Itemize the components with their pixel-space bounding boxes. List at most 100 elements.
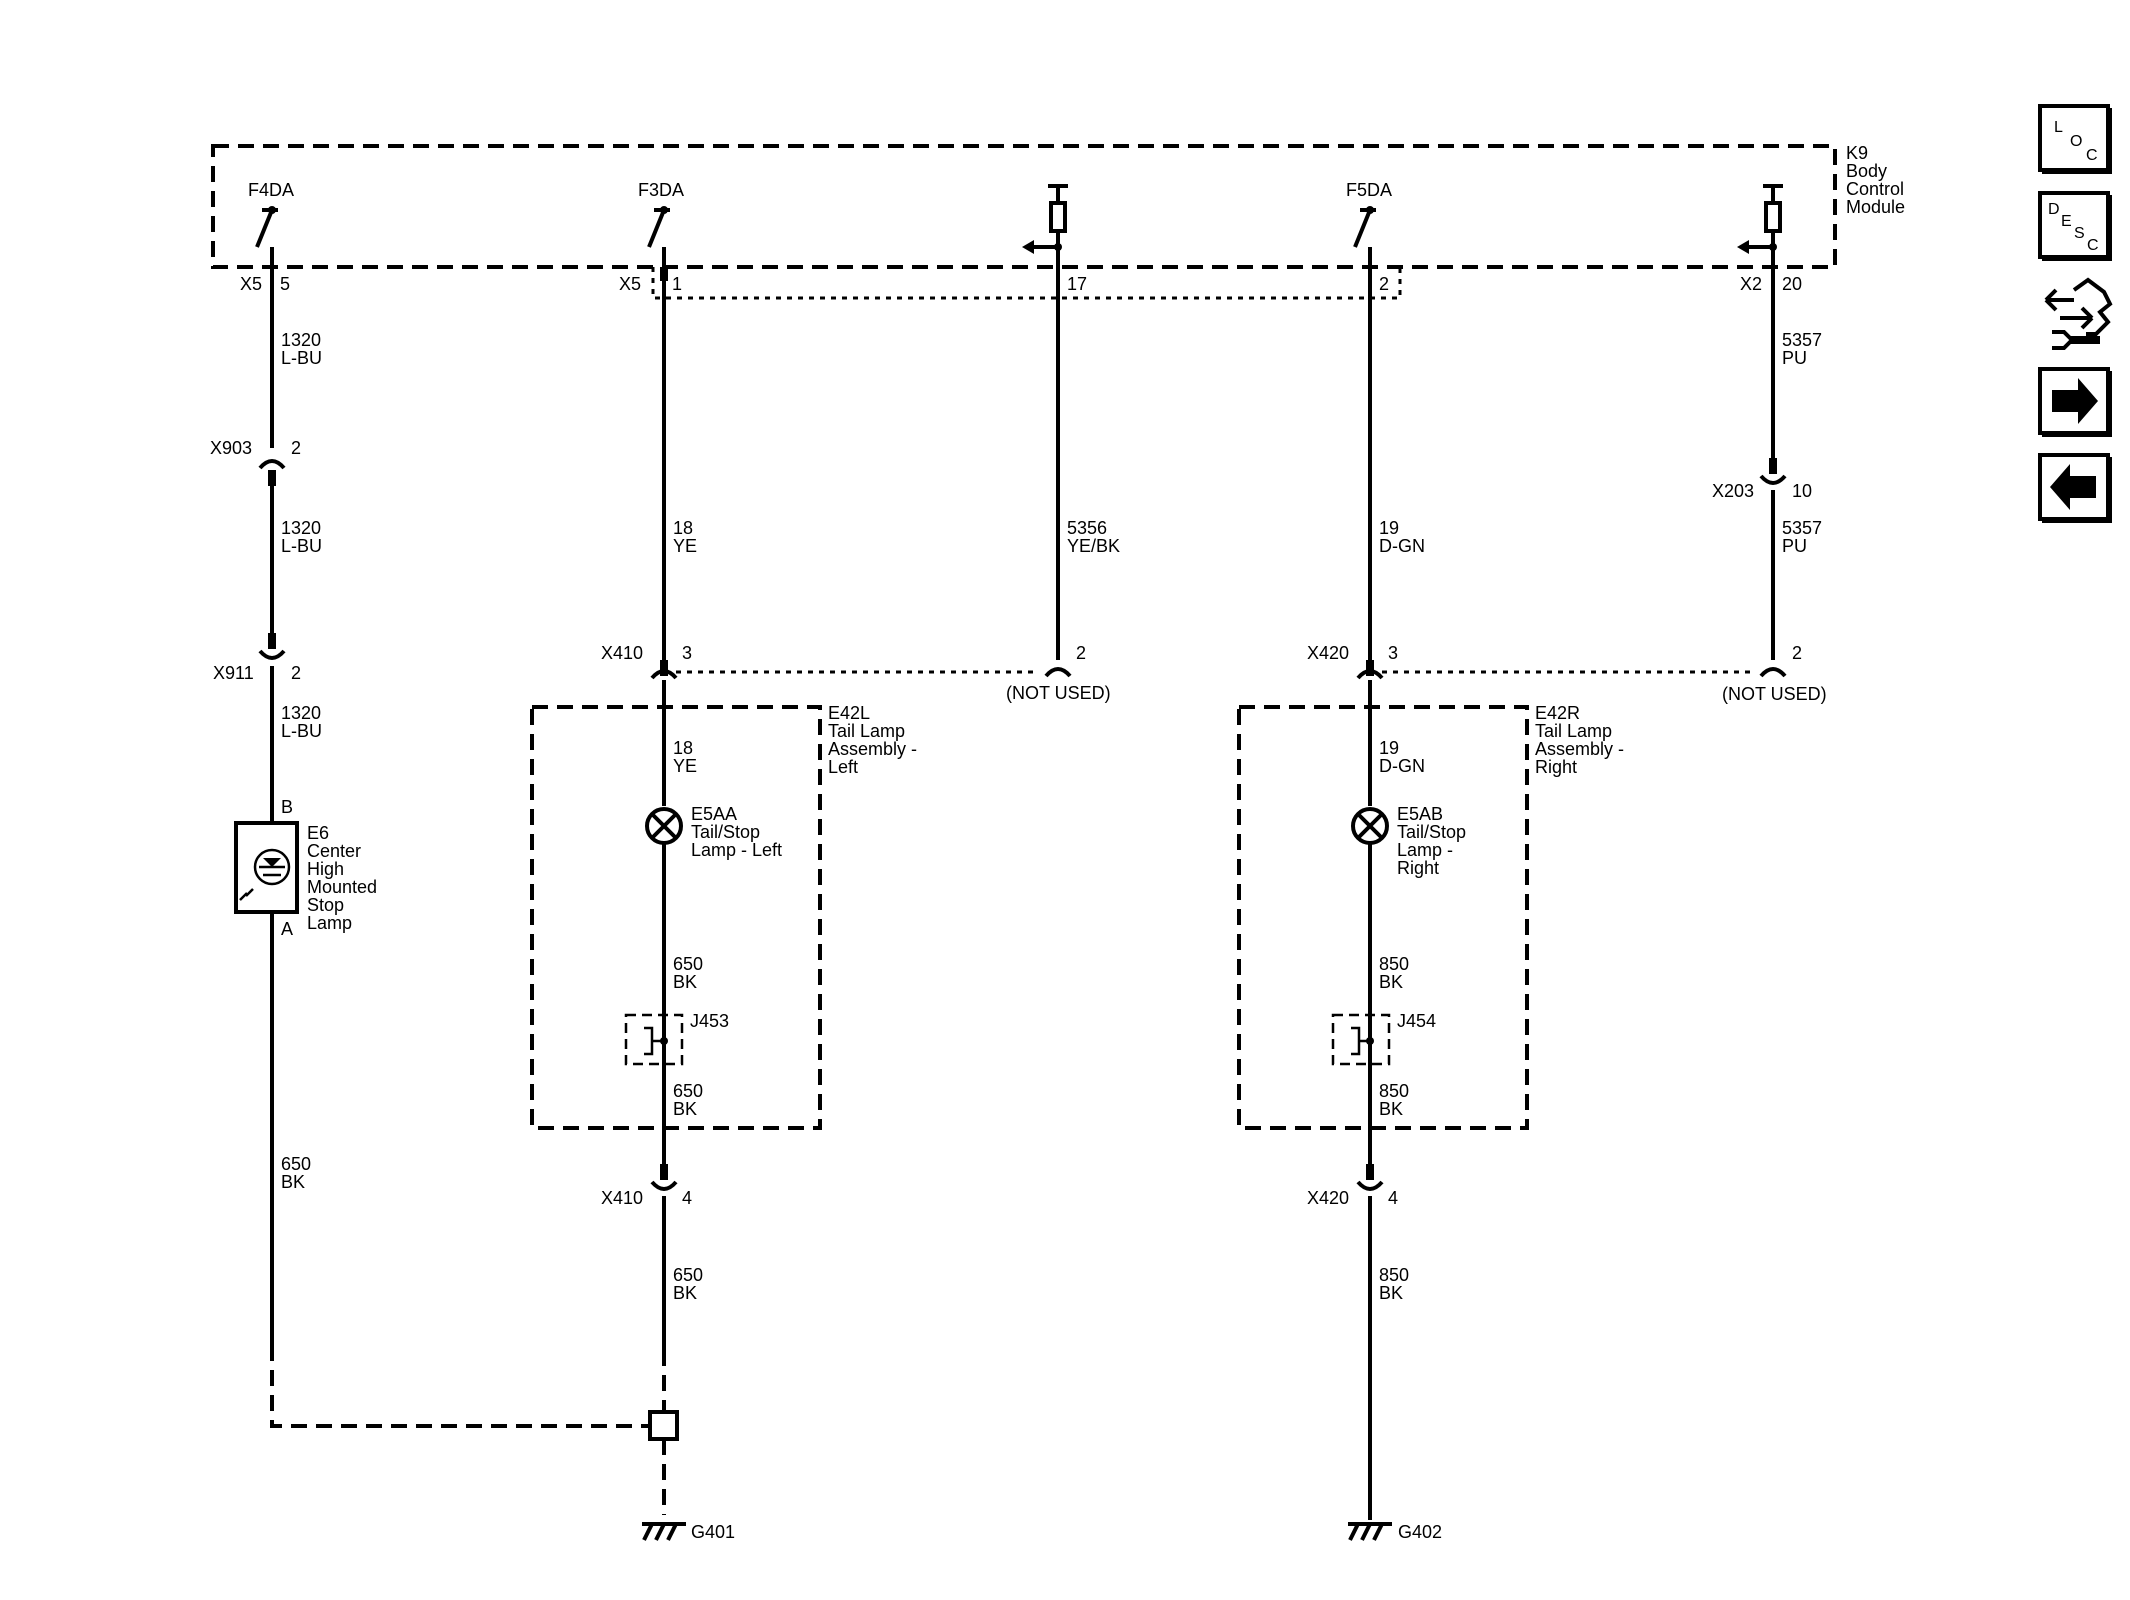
- component-label: Tail Lamp: [828, 721, 905, 741]
- component-label: Right: [1535, 757, 1577, 777]
- wire-label: 5356: [1067, 518, 1107, 538]
- tail-lamp-right-outline: [1237, 705, 1529, 1130]
- circuit-5356: 5356 YE/BK 2 (NOT USED): [1006, 247, 1120, 703]
- pin-x5-a-connector: X5: [240, 274, 262, 294]
- wire-label: BK: [673, 972, 697, 992]
- connector-pin: 2: [291, 438, 301, 458]
- connector-label: X203: [1712, 481, 1754, 501]
- wire-label: BK: [673, 1099, 697, 1119]
- component-label: J453: [690, 1011, 729, 1031]
- wire-label: 19: [1379, 518, 1399, 538]
- wire-label: 1320: [281, 330, 321, 350]
- module-name-1: Body: [1846, 161, 1887, 181]
- component-label: E42R: [1535, 703, 1580, 723]
- component-label: Right: [1397, 858, 1439, 878]
- component-label: Assembly -: [828, 739, 917, 759]
- wire-label: BK: [1379, 1099, 1403, 1119]
- pin-x5-a-num: 5: [280, 274, 290, 294]
- wire-label: BK: [673, 1283, 697, 1303]
- desc-letter: D: [2048, 201, 2060, 218]
- ground-label: G401: [691, 1522, 735, 1542]
- component-label: Center: [307, 841, 361, 861]
- connector-pin: 3: [1388, 643, 1398, 663]
- not-used-label: (NOT USED): [1006, 683, 1111, 703]
- not-used-label: (NOT USED): [1722, 684, 1827, 704]
- wire-label: YE/BK: [1067, 536, 1120, 556]
- component-label: Mounted: [307, 877, 377, 897]
- connector-pin: 2: [1076, 643, 1086, 663]
- component-label: Lamp: [307, 913, 352, 933]
- wire-label: PU: [1782, 536, 1807, 556]
- wire-label: 19: [1379, 738, 1399, 758]
- wire-label: 18: [673, 738, 693, 758]
- component-label: Assembly -: [1535, 739, 1624, 759]
- wire-label: D-GN: [1379, 756, 1425, 776]
- ground-g402: G402: [1348, 1522, 1442, 1542]
- component-label: Stop: [307, 895, 344, 915]
- circuit-left-tail: 18 YE X410 3 E42L Tail Lamp Assembly - L…: [530, 247, 1038, 1542]
- connector-pin: 10: [1792, 481, 1812, 501]
- wire-label: 18: [673, 518, 693, 538]
- component-label: High: [307, 859, 344, 879]
- output-f4da-label: F4DA: [248, 180, 294, 200]
- pin-x5-b-connector: X5: [619, 274, 641, 294]
- connector-pin: 3: [682, 643, 692, 663]
- desc-letter: E: [2061, 213, 2072, 230]
- output-f5da-switch: F5DA: [1346, 180, 1392, 248]
- component-label: E5AB: [1397, 804, 1443, 824]
- next-arrow-icon: [2052, 378, 2098, 424]
- pin-17-num: 17: [1067, 274, 1087, 294]
- wire-label: YE: [673, 536, 697, 556]
- loc-letter: O: [2070, 133, 2082, 150]
- pin-b-label: B: [281, 797, 293, 817]
- wire-label: BK: [1379, 972, 1403, 992]
- module-ref: K9: [1846, 143, 1868, 163]
- desc-letter: S: [2074, 225, 2085, 242]
- wire-label: 850: [1379, 954, 1409, 974]
- connector-label: X410: [601, 1188, 643, 1208]
- pin-x5-b-num: 1: [672, 274, 682, 294]
- pullup-resistor-20: [1737, 184, 1783, 254]
- component-label: E5AA: [691, 804, 737, 824]
- connector-pin: 2: [1792, 643, 1802, 663]
- wire-label: 850: [1379, 1265, 1409, 1285]
- connector-pin: 4: [682, 1188, 692, 1208]
- component-label: Lamp - Left: [691, 840, 782, 860]
- wire-label: 850: [1379, 1081, 1409, 1101]
- next-arrow-button[interactable]: [2038, 367, 2112, 437]
- component-label: E42L: [828, 703, 870, 723]
- output-f3da-switch: F3DA: [638, 180, 684, 248]
- loc-button[interactable]: L O C: [2038, 104, 2112, 174]
- lamp-e5aa: E5AA Tail/Stop Lamp - Left: [645, 804, 782, 860]
- pin-a-label: A: [281, 919, 293, 939]
- desc-button[interactable]: D E S C: [2038, 191, 2112, 261]
- wire-label: PU: [1782, 348, 1807, 368]
- chmsl-lamp: B A E6 Center High Mounted Stop Lamp: [234, 797, 377, 939]
- pullup-resistor-17: [1022, 184, 1068, 254]
- connector-x420-top: X420 3: [1307, 643, 1753, 680]
- ground-g401: G401: [642, 1522, 735, 1542]
- pin-x2-connector: X2: [1740, 274, 1762, 294]
- connector-pin: 4: [1388, 1188, 1398, 1208]
- connector-label: X911: [213, 663, 254, 683]
- connector-label: X410: [601, 643, 643, 663]
- wire-label: 650: [673, 1081, 703, 1101]
- connector-pin: 2: [291, 663, 301, 683]
- splice-j453: J453: [624, 1011, 729, 1066]
- wire-label: 1320: [281, 518, 321, 538]
- body-control-module: K9 Body Control Module F4DA F3DA F5DA: [211, 143, 1905, 300]
- nav-panel: L O C D E S C: [2038, 104, 2113, 523]
- ground-splice-box: [648, 1410, 679, 1441]
- connector-x410-top: X410 3: [601, 643, 1038, 680]
- component-label: E6: [307, 823, 329, 843]
- wire-label: 650: [673, 1265, 703, 1285]
- tail-lamp-left-outline: [530, 705, 822, 1130]
- wire-label: L-BU: [281, 721, 322, 741]
- previous-arrow-button[interactable]: [2038, 453, 2112, 523]
- pin-2-num: 2: [1379, 274, 1389, 294]
- wire-label: 5357: [1782, 330, 1822, 350]
- component-label: Left: [828, 757, 858, 777]
- connector-swap-icon[interactable]: [2044, 277, 2113, 350]
- splice-j454: J454: [1331, 1011, 1436, 1066]
- wire-label: D-GN: [1379, 536, 1425, 556]
